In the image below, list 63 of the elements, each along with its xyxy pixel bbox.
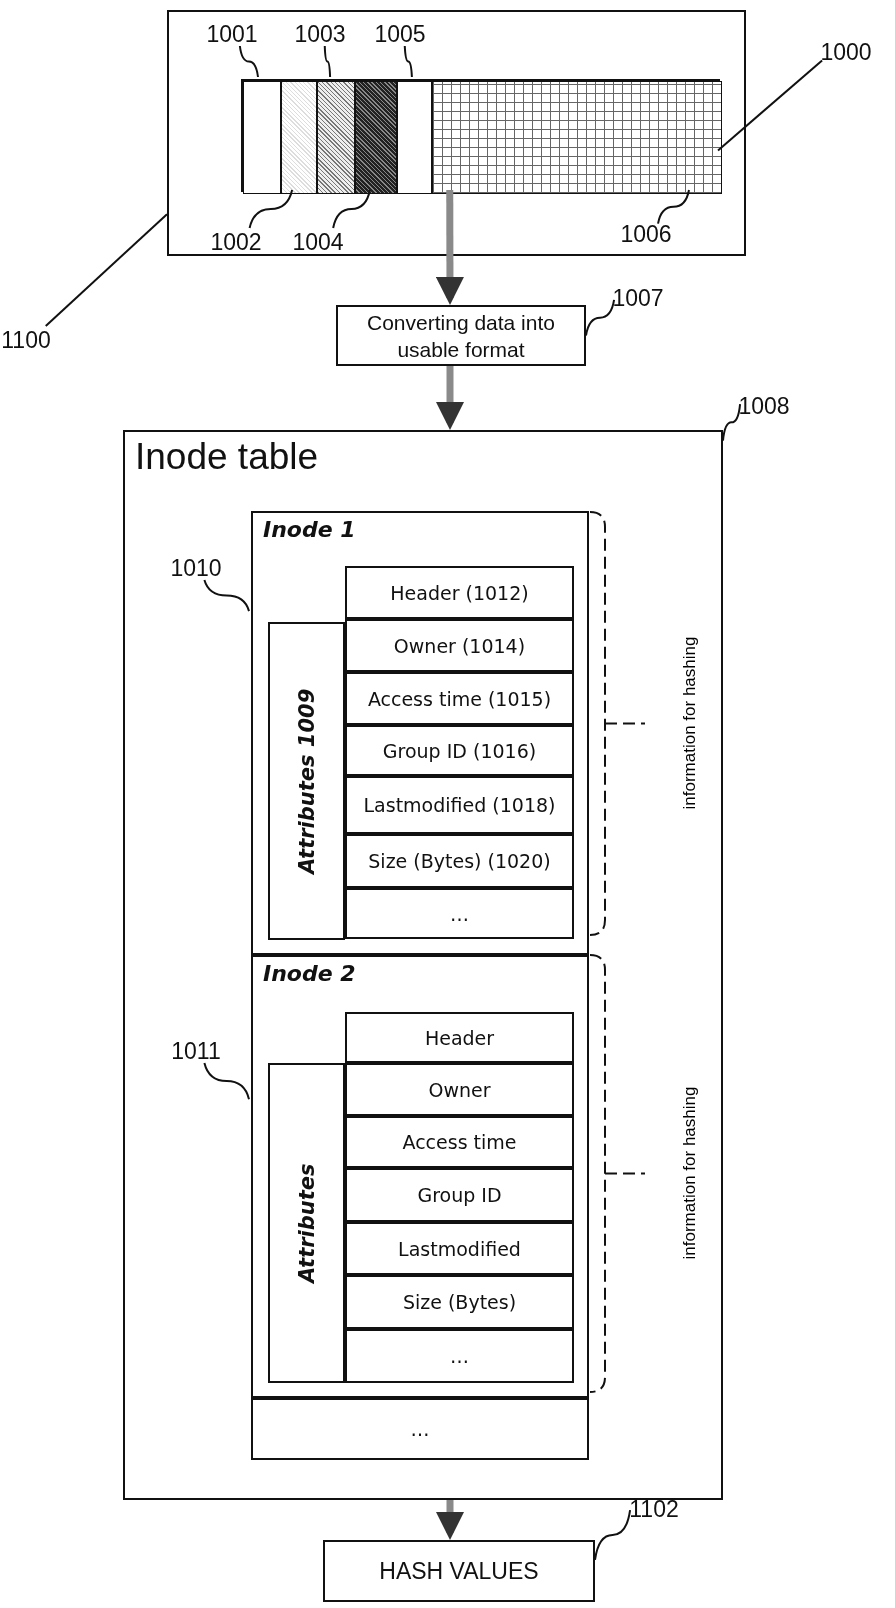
- inode-title: Inode 1: [263, 517, 356, 542]
- table-row: Lastmodified (1018): [345, 776, 574, 834]
- table-row: Group ID (1016): [345, 725, 574, 776]
- table-row: Header: [345, 1012, 574, 1063]
- callout-number: 1005: [374, 20, 426, 48]
- result-box: HASH VALUES: [323, 1540, 595, 1602]
- table-row: Size (Bytes) (1020): [345, 834, 574, 888]
- table-row: Access time: [345, 1116, 574, 1168]
- bar-segment: [243, 81, 281, 194]
- leader-line: [203, 1062, 250, 1101]
- inode-box: [251, 511, 589, 955]
- frame-box: [167, 10, 746, 256]
- callout-number: 1000: [820, 38, 872, 66]
- table-row: …: [345, 1329, 574, 1383]
- leader-line: [585, 298, 616, 337]
- callout-number: 1006: [620, 220, 672, 248]
- callout-number: 1001: [206, 20, 258, 48]
- side-note: information for hashing: [680, 1086, 700, 1260]
- leader-line: [248, 189, 294, 229]
- bar-segment: [355, 81, 397, 194]
- leader-line: [238, 45, 259, 78]
- leader-line: [332, 189, 371, 229]
- bar-segment: [432, 81, 722, 194]
- table-row: Owner (1014): [345, 619, 574, 672]
- arrow: [436, 1500, 464, 1540]
- table-row: Access time (1015): [345, 672, 574, 725]
- side-note: information for hashing: [680, 636, 700, 810]
- leader-line: [403, 45, 413, 78]
- table-row: Owner: [345, 1063, 574, 1116]
- callout-number: 1102: [628, 1495, 680, 1523]
- callout-number: 1004: [292, 228, 344, 256]
- data-bar: [241, 79, 720, 192]
- leader-line: [717, 59, 824, 152]
- arrow: [435, 190, 464, 305]
- leader-line: [203, 579, 250, 613]
- leader-line: [323, 45, 332, 78]
- inode-box: [251, 955, 589, 1398]
- callout-number: 1007: [612, 284, 664, 312]
- leader-line: [657, 189, 690, 225]
- process-box: Converting data into usable format: [336, 305, 586, 366]
- table-row: …: [251, 1398, 589, 1460]
- leader-line: [44, 213, 168, 327]
- table-row: …: [345, 888, 574, 939]
- inode-title: Inode 2: [263, 961, 356, 986]
- table-row: Group ID: [345, 1168, 574, 1222]
- leader-line: [594, 1509, 632, 1561]
- callout-number: 1002: [210, 228, 262, 256]
- attribute-box: Attributes 1009: [268, 622, 345, 940]
- bar-segment: [317, 81, 355, 194]
- table-row: Lastmodified: [345, 1222, 574, 1275]
- callout-number: 1011: [170, 1037, 222, 1065]
- panel-title: Inode table: [135, 436, 319, 478]
- table-panel: [123, 430, 723, 1500]
- table-row: Header (1012): [345, 566, 574, 619]
- callout-number: 1100: [0, 326, 52, 354]
- bar-segment: [397, 81, 432, 194]
- callout-number: 1008: [738, 392, 790, 420]
- attribute-box: Attributes: [268, 1063, 345, 1383]
- bar-segment: [281, 81, 317, 194]
- leader-line: [722, 403, 742, 442]
- table-row: Size (Bytes): [345, 1275, 574, 1329]
- callout-number: 1010: [170, 554, 222, 582]
- callout-number: 1003: [294, 20, 346, 48]
